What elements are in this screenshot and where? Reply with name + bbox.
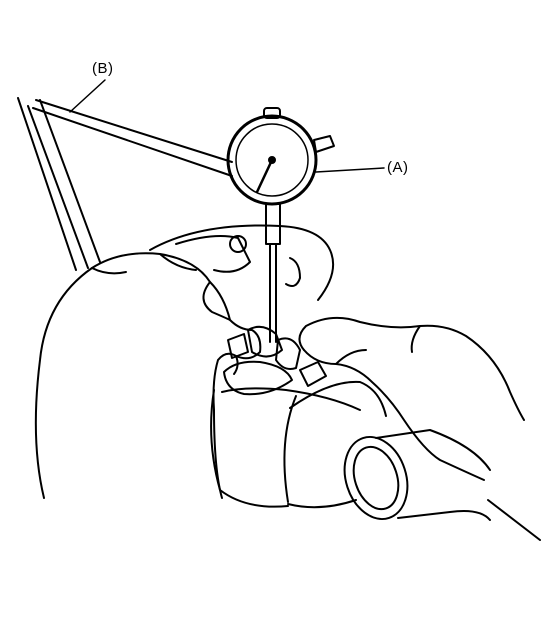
dial-gauge <box>226 107 385 343</box>
gauge-stand <box>17 79 233 271</box>
dial-gauge-label: (A) <box>387 159 409 176</box>
left-hand <box>34 252 262 499</box>
right-hand <box>298 316 525 481</box>
differential-housing <box>149 224 541 541</box>
gauge-stand-label: (B) <box>92 60 114 77</box>
differential-gears <box>223 325 327 396</box>
